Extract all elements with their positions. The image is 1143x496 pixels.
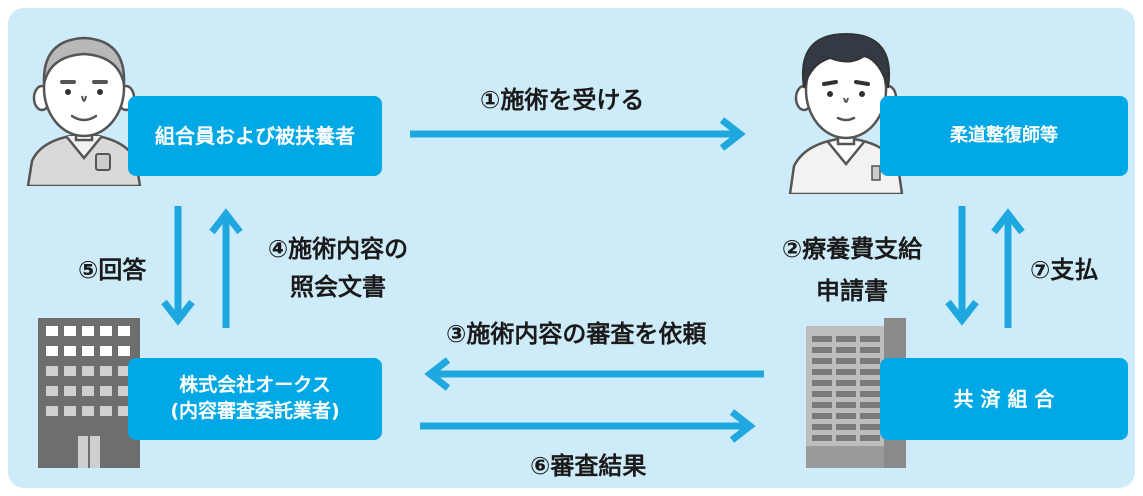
step-4-label: ④施術内容の 照会文書 bbox=[254, 230, 422, 307]
step-4-line1: ④施術内容の bbox=[267, 235, 409, 263]
union-label: 共 済 組 合 bbox=[953, 386, 1055, 411]
company-label-line1: 株式会社オークス bbox=[179, 374, 331, 397]
arrow-5-down bbox=[161, 206, 195, 326]
step-2-line1: ②療養費支給 bbox=[781, 235, 923, 263]
step-2-label: ②療養費支給 申請書 bbox=[766, 228, 938, 312]
step-3-label: ③施術内容の審査を依頼 bbox=[446, 320, 707, 348]
step-6-label: ⑥審査結果 bbox=[530, 452, 647, 480]
practitioner-label: 柔道整復師等 bbox=[950, 124, 1058, 146]
arrow-4-up bbox=[209, 208, 243, 328]
step-2-line2: 申請書 bbox=[816, 277, 888, 305]
member-label: 組合員および被扶養者 bbox=[155, 123, 355, 148]
step-5-label: ⑤回答 bbox=[78, 256, 147, 284]
company-box: 株式会社オークス (内容審査委託業者) bbox=[128, 358, 382, 440]
company-label-line2: (内容審査委託業者) bbox=[170, 400, 340, 422]
step-1-label: ①施術を受ける bbox=[480, 86, 645, 114]
step-7-label: ⑦支払 bbox=[1030, 256, 1099, 284]
practitioner-box: 柔道整復師等 bbox=[880, 96, 1128, 176]
elderly-man-icon bbox=[26, 36, 142, 186]
arrow-2-down bbox=[945, 206, 979, 326]
step-4-line2: 照会文書 bbox=[290, 273, 386, 302]
union-box: 共 済 組 合 bbox=[880, 358, 1128, 440]
arrow-1-right bbox=[410, 117, 746, 151]
office-building-icon bbox=[38, 318, 140, 468]
arrow-3-left bbox=[424, 357, 764, 391]
arrow-6-right bbox=[420, 409, 756, 443]
practitioner-man-icon bbox=[788, 32, 904, 194]
arrow-7-up bbox=[991, 208, 1025, 328]
member-box: 組合員および被扶養者 bbox=[128, 96, 382, 176]
